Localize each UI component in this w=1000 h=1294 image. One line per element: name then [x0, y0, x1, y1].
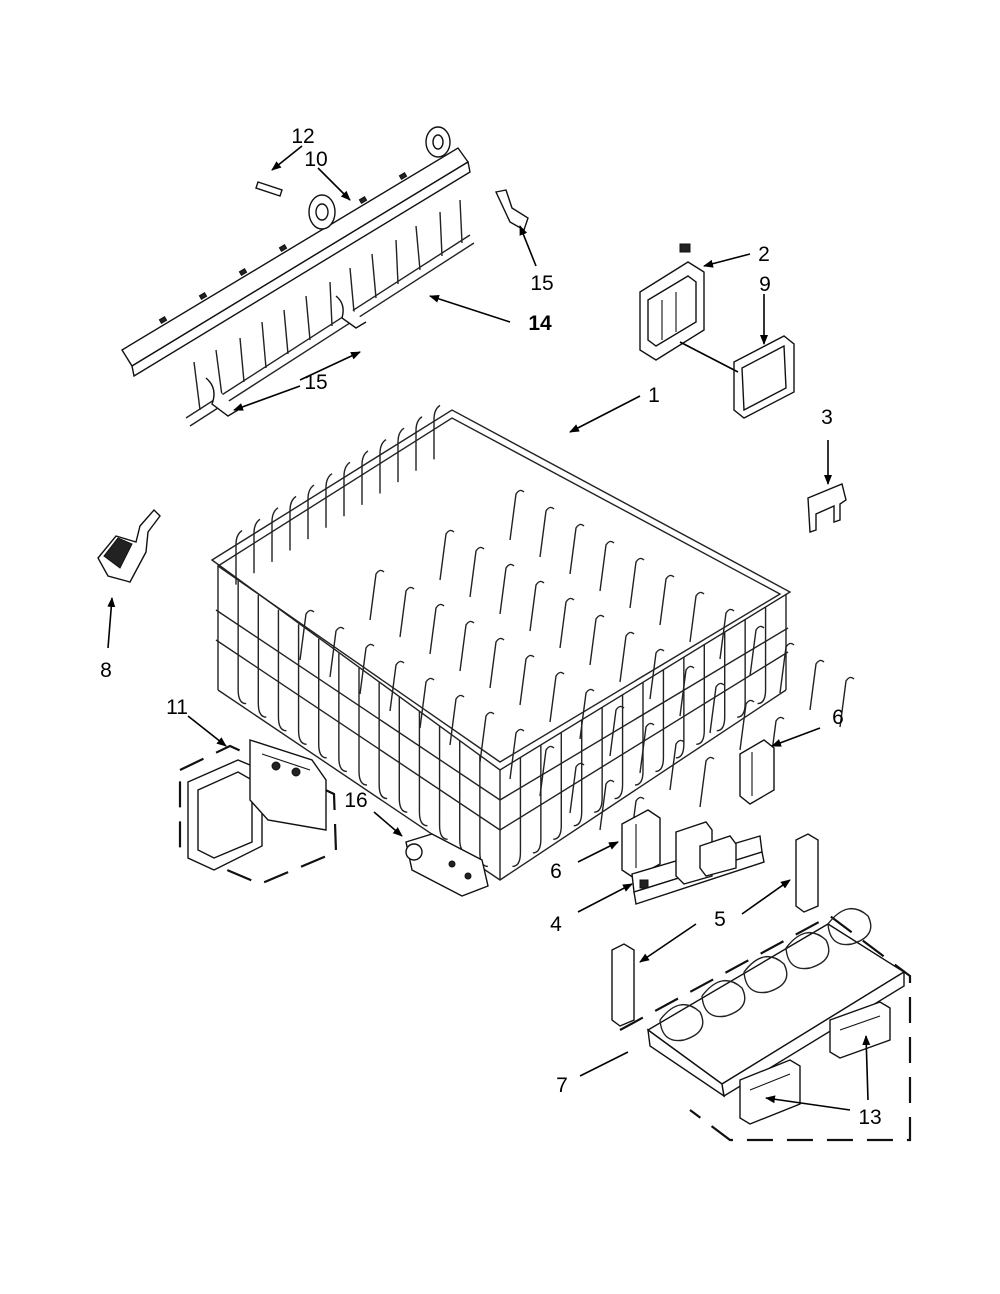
rack-clip-upper	[739, 739, 775, 805]
rack-rail-assembly	[121, 126, 475, 427]
silverware-holder-part	[178, 739, 338, 886]
callout-8: 8	[100, 659, 112, 682]
wheel-bracket-part	[405, 833, 489, 897]
rack-bumper-part	[97, 508, 161, 583]
tray-assembly	[619, 907, 912, 1142]
callout-6-left: 6	[550, 860, 562, 883]
rail-end-cap-right	[795, 833, 819, 913]
callout-12: 12	[291, 125, 314, 148]
callout-5: 5	[714, 908, 726, 931]
callout-2: 2	[758, 243, 770, 266]
dishrack-basket	[210, 404, 855, 881]
callout-14: 14	[528, 312, 552, 335]
callout-7: 7	[556, 1074, 568, 1097]
callout-13: 13	[858, 1106, 881, 1129]
adjuster-bar-part	[631, 821, 765, 905]
bracket-cap-part	[733, 335, 795, 419]
callout-11: 11	[166, 696, 188, 719]
tine-clip-part	[494, 189, 529, 232]
callout-15-bottom: 15	[304, 371, 327, 394]
leader-lines	[107, 145, 871, 1111]
callout-4: 4	[550, 913, 562, 936]
callout-1: 1	[648, 384, 660, 407]
rack-clip-lower	[621, 809, 661, 879]
rail-end-cap-left	[611, 943, 635, 1027]
callout-6-right: 6	[832, 706, 844, 729]
callout-16: 16	[344, 789, 367, 812]
rack-bracket-part	[639, 243, 705, 361]
small-clip-part	[807, 483, 847, 533]
tray-clip-left	[739, 1059, 801, 1125]
callout-15-top: 15	[530, 272, 553, 295]
tray-clip-right	[829, 1001, 891, 1059]
callout-10: 10	[304, 148, 327, 171]
callout-9: 9	[759, 273, 771, 296]
callout-labels: 12 10 15 14 15 2 9 1 3 8 11 6 16 6 4 5 7…	[100, 125, 882, 1129]
callout-3: 3	[821, 406, 833, 429]
